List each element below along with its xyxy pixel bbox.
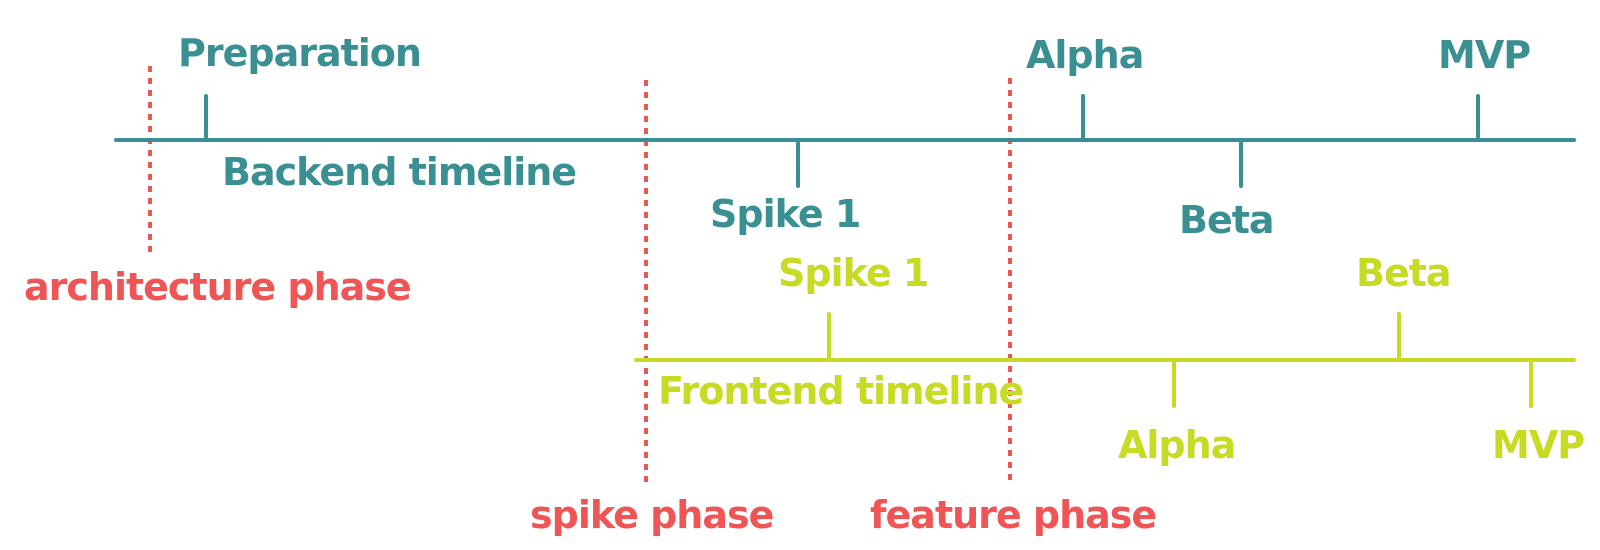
backend-alpha-label: Alpha (1026, 33, 1143, 77)
frontend-beta-label: Beta (1356, 251, 1451, 295)
frontend-timeline-label: Frontend timeline (658, 369, 1023, 413)
backend-timeline-label: Backend timeline (222, 150, 576, 194)
architecture-phase-label: architecture phase (24, 265, 411, 309)
frontend-spike-label: Spike 1 (778, 251, 928, 295)
frontend-alpha-label: Alpha (1118, 423, 1235, 467)
spike-phase-label: spike phase (530, 493, 773, 537)
backend-preparation-label: Preparation (178, 31, 421, 75)
frontend-mvp-label: MVP (1492, 423, 1584, 467)
feature-phase-label: feature phase (870, 493, 1156, 537)
backend-beta-label: Beta (1179, 198, 1274, 242)
backend-spike-label: Spike 1 (710, 192, 860, 236)
backend-mvp-label: MVP (1438, 33, 1530, 77)
